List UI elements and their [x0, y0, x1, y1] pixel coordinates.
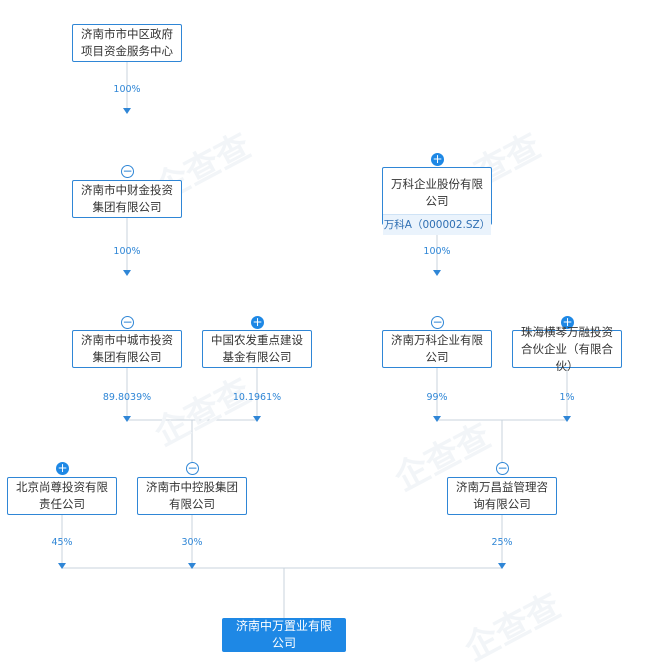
collapse-icon[interactable]: −: [496, 461, 509, 475]
percent-label: 45%: [51, 537, 73, 548]
expand-icon[interactable]: +: [251, 315, 264, 329]
percent-label: 10.1961%: [232, 392, 282, 403]
collapse-icon[interactable]: −: [431, 315, 444, 329]
percent-label: 1%: [559, 392, 575, 403]
node-label: 中国农发重点建设基金有限公司: [211, 333, 303, 364]
node-label: 济南万科企业有限公司: [391, 333, 483, 364]
arrow-down-icon: [433, 270, 441, 276]
node-beijing-shangzun[interactable]: 北京尚尊投资有限责任公司: [7, 477, 117, 515]
arrow-down-icon: [563, 416, 571, 422]
node-label: 济南中万置业有限公司: [235, 619, 332, 650]
node-wanke[interactable]: 万科企业股份有限公司 万科A（000002.SZ）: [382, 167, 492, 235]
percent-label: 100%: [423, 246, 451, 257]
expand-icon[interactable]: +: [561, 315, 574, 329]
node-chengshi[interactable]: 济南市中城市投资集团有限公司: [72, 330, 182, 368]
node-zhuhai[interactable]: 珠海横琴万融投资合伙企业（有限合伙）: [512, 325, 622, 373]
percent-label: 100%: [113, 246, 141, 257]
expand-icon[interactable]: +: [431, 152, 444, 166]
node-label: 济南市中财金投资集团有限公司: [81, 183, 173, 214]
node-label: 北京尚尊投资有限责任公司: [16, 480, 108, 511]
node-shizhongqu-center[interactable]: 济南市市中区政府项目资金服务中心: [72, 24, 182, 62]
arrow-down-icon: [123, 416, 131, 422]
percent-label: 99%: [426, 392, 448, 403]
percent-label: 30%: [181, 537, 203, 548]
node-nongfa[interactable]: 中国农发重点建设基金有限公司: [202, 330, 312, 368]
collapse-icon[interactable]: −: [186, 461, 199, 475]
expand-icon[interactable]: +: [56, 461, 69, 475]
arrow-down-icon: [123, 270, 131, 276]
node-zhongkong[interactable]: 济南市中控股集团有限公司: [137, 477, 247, 515]
node-label: 济南市市中区政府项目资金服务中心: [81, 27, 173, 58]
collapse-icon[interactable]: −: [121, 164, 134, 178]
percent-label: 100%: [113, 84, 141, 95]
node-wanchangyi[interactable]: 济南万昌益管理咨询有限公司: [447, 477, 557, 515]
arrow-down-icon: [433, 416, 441, 422]
node-caijin[interactable]: 济南市中财金投资集团有限公司: [72, 180, 182, 218]
percent-label: 89.8039%: [102, 392, 152, 403]
percent-label: 25%: [491, 537, 513, 548]
stock-code-label[interactable]: 万科A（000002.SZ）: [383, 214, 491, 235]
arrow-down-icon: [188, 563, 196, 569]
node-label: 珠海横琴万融投资合伙企业（有限合伙）: [521, 324, 613, 373]
node-label: 济南万昌益管理咨询有限公司: [456, 480, 548, 511]
collapse-icon[interactable]: −: [121, 315, 134, 329]
node-label: 济南市中控股集团有限公司: [146, 480, 238, 511]
node-label: 济南市中城市投资集团有限公司: [81, 333, 173, 364]
node-label: 万科企业股份有限公司: [391, 177, 483, 208]
arrow-down-icon: [123, 108, 131, 114]
node-target-company[interactable]: 济南中万置业有限公司: [222, 618, 346, 652]
arrow-down-icon: [498, 563, 506, 569]
node-jinan-wanke[interactable]: 济南万科企业有限公司: [382, 330, 492, 368]
arrow-down-icon: [58, 563, 66, 569]
arrow-down-icon: [253, 416, 261, 422]
